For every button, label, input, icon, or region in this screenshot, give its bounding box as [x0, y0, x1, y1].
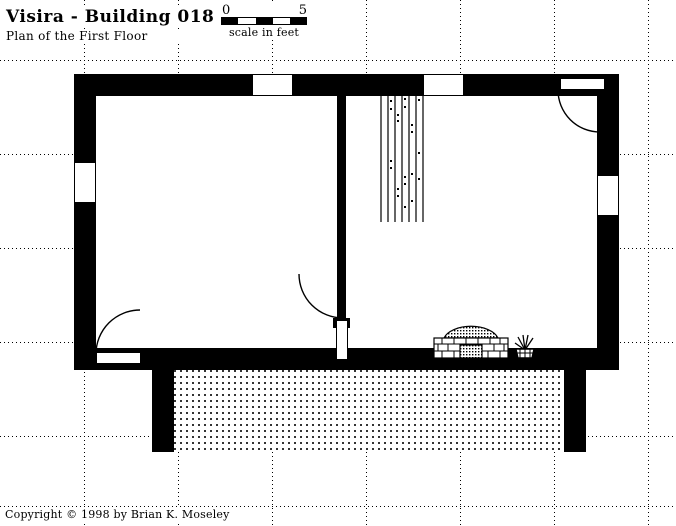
south-west-entry-door-hinge [136, 363, 144, 366]
scale-caption: scale in feet [228, 26, 300, 39]
south-west-entry-door-jamb [141, 349, 144, 366]
plank-nail-marks [390, 98, 420, 208]
east-window [598, 176, 618, 215]
basket-kindling [514, 334, 534, 351]
scale-bar-graphic [221, 17, 307, 25]
north-east-entry-door-leaf[interactable] [560, 78, 605, 90]
north-east-entry-door-hinge [557, 89, 565, 92]
north-east-entry-door-hinge [557, 75, 565, 78]
scale-bar-block: 0 5 scale in feet [218, 3, 310, 39]
interior-partition-door-hinge [333, 320, 336, 328]
north-window-right [424, 75, 463, 95]
oven-dome [443, 325, 499, 339]
grid-line-horizontal [0, 506, 676, 507]
scale-bar-segment [238, 18, 256, 24]
west-window [75, 163, 95, 202]
plank-floor-stair [380, 88, 424, 222]
north-wall [74, 74, 619, 96]
page-subtitle: Plan of the First Floor [6, 29, 215, 44]
terrace-east-pier [564, 370, 586, 452]
oven-firebox [459, 344, 483, 359]
north-window-left [253, 75, 292, 95]
terrace-west-pier [152, 370, 174, 452]
basket-weave [517, 349, 533, 358]
grid-line-vertical [648, 0, 649, 526]
page-title: Visira - Building 018 [6, 7, 215, 27]
west-wall [74, 74, 96, 370]
south-west-entry-door-leaf[interactable] [96, 352, 141, 364]
scale-tick-labels: 0 5 [218, 3, 310, 18]
scale-bar-segment [273, 18, 290, 24]
interior-floor-area [96, 96, 597, 348]
title-block: Visira - Building 018 Plan of the First … [6, 7, 215, 44]
interior-partition-door-head [333, 318, 350, 321]
scale-tick-end: 5 [298, 3, 307, 18]
firewood-basket [514, 334, 535, 359]
arc-south-west-door [95, 309, 141, 355]
arc-north-east-door [557, 89, 601, 133]
interior-partition-wall [337, 85, 346, 359]
grid-line-horizontal [0, 60, 676, 61]
south-west-entry-door-hinge [136, 349, 144, 352]
copyright-notice: Copyright © 1998 by Brian K. Moseley [5, 508, 230, 521]
paved-terrace [174, 370, 564, 452]
brick-oven [433, 325, 509, 359]
arc-interior-door [298, 273, 344, 319]
east-wall [597, 74, 619, 370]
interior-partition-door-hinge [347, 320, 350, 328]
scale-tick-start: 0 [222, 3, 231, 18]
north-east-entry-door-jamb [557, 75, 560, 92]
